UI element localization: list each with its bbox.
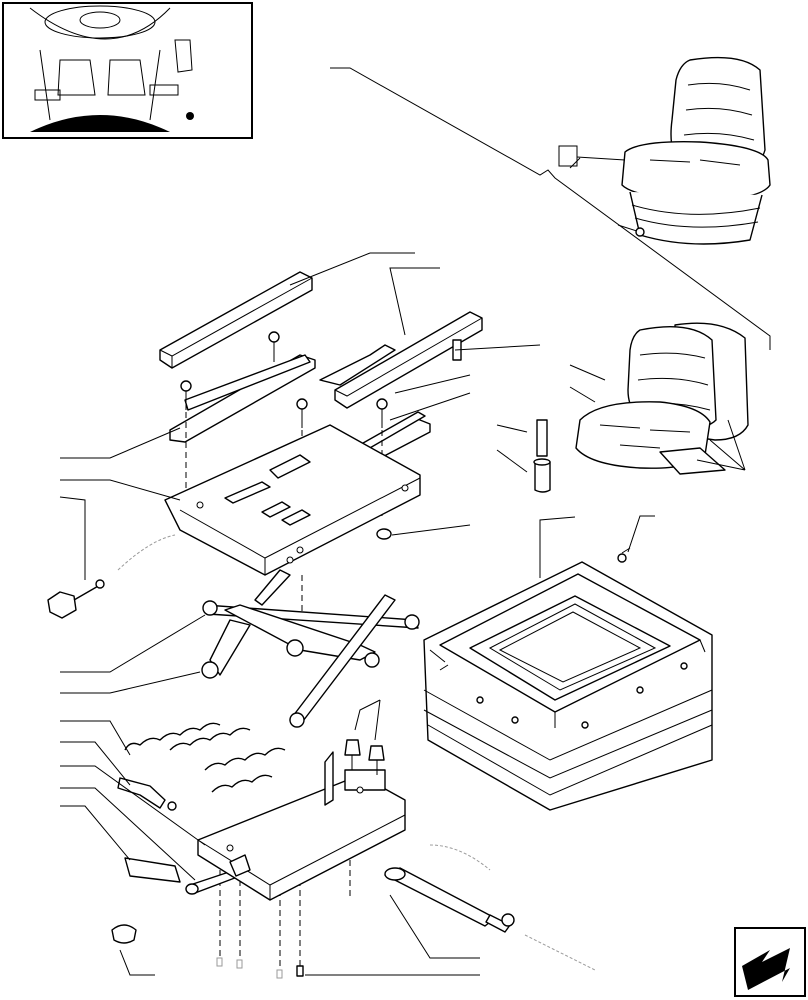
slide-rail-4 (169, 354, 316, 443)
small-parts (117, 777, 241, 895)
washer-6 (376, 528, 392, 540)
complete-seat-assembly (617, 56, 771, 245)
bump-stops-16 (344, 739, 385, 775)
adjust-knob-20 (47, 534, 176, 619)
leader-lines (59, 157, 746, 976)
lower-base-frame (197, 751, 406, 901)
overview-leader (330, 67, 771, 350)
cap-7 (111, 924, 137, 944)
tractor-cab-thumbnail-icon[interactable] (2, 2, 253, 139)
screws-11 (216, 957, 304, 979)
next-page-arrow-icon[interactable] (734, 927, 806, 997)
slide-rail-21 (159, 271, 313, 369)
seat-cushion-backrest (575, 322, 749, 475)
scissor-arms (201, 569, 420, 728)
bellows-housing-9 (423, 561, 713, 811)
springs-17 (124, 722, 286, 793)
gas-strut-10 (384, 844, 596, 971)
upper-plate-2 (164, 424, 421, 576)
slide-rail-22 (319, 311, 483, 409)
callout-1 (558, 145, 626, 167)
